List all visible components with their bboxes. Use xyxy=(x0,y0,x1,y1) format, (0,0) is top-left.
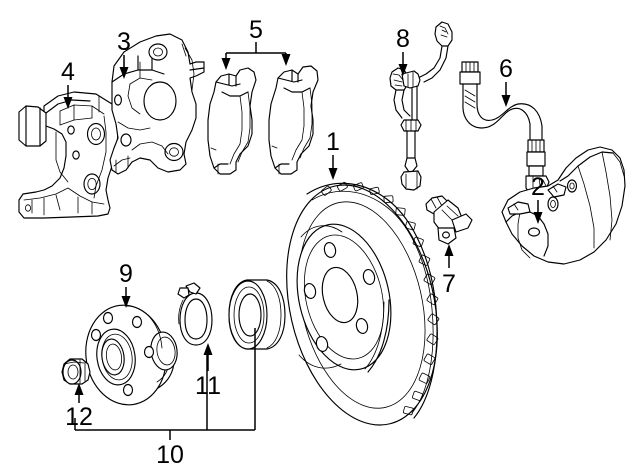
callout-3: 3 xyxy=(117,28,131,79)
callout-6: 6 xyxy=(499,55,513,107)
callout-7-label: 7 xyxy=(442,270,456,298)
part-brake-pad-inner[interactable] xyxy=(268,65,319,175)
callout-12: 12 xyxy=(65,383,93,431)
callout-10: 10 xyxy=(74,328,256,469)
callout-5: 5 xyxy=(221,16,291,70)
callout-11-label: 11 xyxy=(195,372,221,400)
callout-10-label: 10 xyxy=(156,441,184,469)
part-brake-splash-shield[interactable] xyxy=(501,146,626,265)
callout-1-label: 1 xyxy=(326,128,340,156)
callout-2: 2 xyxy=(531,173,545,224)
part-brake-pad-outer[interactable] xyxy=(207,67,257,175)
rotor-vent-slots xyxy=(321,182,440,416)
part-brake-pad-wear-sensor[interactable] xyxy=(389,21,453,191)
part-axle-hub-nut[interactable] xyxy=(61,358,91,385)
callout-5-label: 5 xyxy=(249,16,263,44)
callout-7: 7 xyxy=(442,244,456,298)
part-brake-hydraulic-hose[interactable] xyxy=(459,61,550,198)
part-wheel-bearing[interactable] xyxy=(228,279,286,350)
callout-8: 8 xyxy=(396,25,410,76)
callout-6-label: 6 xyxy=(499,55,513,83)
callout-9-label: 9 xyxy=(119,260,133,288)
part-abs-wheel-speed-sensor[interactable] xyxy=(425,195,473,245)
part-wheel-hub[interactable] xyxy=(79,300,179,410)
part-bearing-snap-ring[interactable] xyxy=(177,282,213,346)
callout-3-label: 3 xyxy=(117,28,131,56)
part-brake-caliper[interactable] xyxy=(109,33,205,175)
part-brake-rotor-disc[interactable] xyxy=(264,170,459,440)
callout-2-label: 2 xyxy=(531,173,545,201)
callout-4: 4 xyxy=(61,58,75,109)
callout-8-label: 8 xyxy=(396,25,410,53)
callout-1: 1 xyxy=(326,128,340,180)
callout-9: 9 xyxy=(119,260,133,308)
part-caliper-mounting-bracket[interactable] xyxy=(18,91,119,219)
callout-4-label: 4 xyxy=(61,58,75,86)
callout-layer: 1 2 3 4 5 xyxy=(61,16,545,469)
callout-11: 11 xyxy=(195,343,221,400)
callout-12-label: 12 xyxy=(65,403,93,431)
